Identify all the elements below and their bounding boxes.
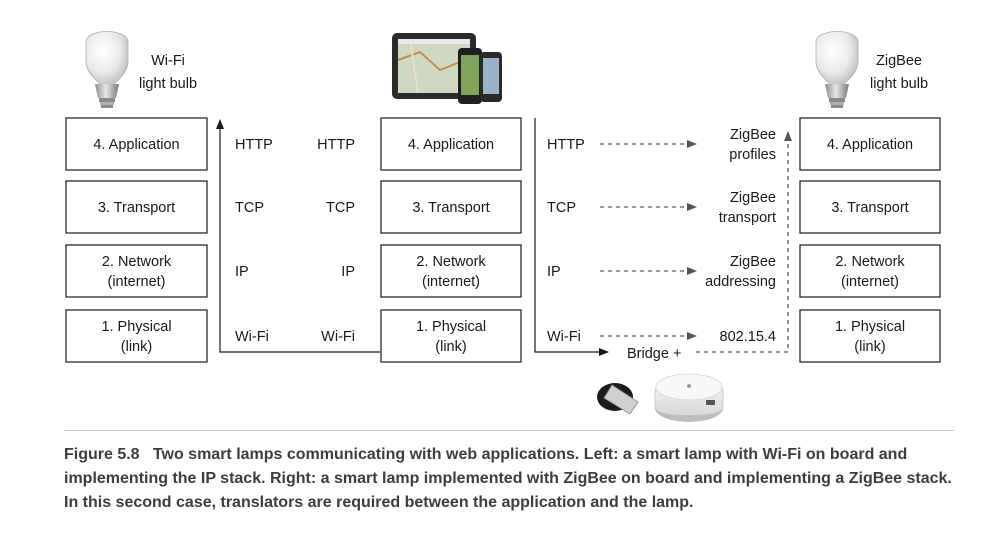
zigbee-stack-label: 802.15.4 — [720, 329, 776, 345]
wifi-bulb-layer-label: 3. Transport — [98, 200, 175, 216]
zigbee-hub-icon — [654, 373, 724, 422]
ip-label-bridge: IP — [547, 264, 561, 280]
tablet-and-phones-icon — [392, 33, 502, 104]
layer-boxes: 4. Application 3. Transport 2. Network (int… — [65, 117, 941, 363]
wifi-bulb-label-line1: Wi-Fi — [151, 53, 185, 69]
zigbee-stack-label: ZigBee — [730, 127, 776, 143]
usb-dongle-icon — [597, 383, 639, 415]
zigbee-bulb-layer-label: 4. Application — [827, 137, 913, 153]
zigbee-bulb-layer-box — [799, 180, 941, 234]
zigbee-bulb-layer-label: 3. Transport — [831, 200, 908, 216]
zigbee-bulb-label-line2: light bulb — [870, 76, 928, 92]
web-app-layer-box — [380, 117, 522, 171]
zigbee-bulb-layer-box — [799, 309, 941, 363]
ip-label-left: Wi-Fi — [235, 329, 269, 345]
ip-label-bridge: HTTP — [547, 137, 585, 153]
ip-label-bridge: TCP — [547, 200, 576, 216]
caption-text: Two smart lamps communicating with web a… — [64, 446, 952, 511]
ip-label-right: TCP — [326, 200, 355, 216]
ip-label-left: HTTP — [235, 137, 273, 153]
figure-caption: Figure 5.8 Two smart lamps communicating… — [64, 430, 954, 540]
web-app-layer-label: 1. Physical — [416, 319, 486, 335]
zigbee-stack-label: ZigBee — [730, 190, 776, 206]
ip-label-right: IP — [341, 264, 355, 280]
wifi-bulb-layer-label: (link) — [121, 339, 152, 355]
wifi-bulb-label-line2: light bulb — [139, 76, 197, 92]
web-app-layer-label: (link) — [435, 339, 466, 355]
zigbee-stack-label: ZigBee — [730, 254, 776, 270]
zigbee-stack-label: transport — [719, 210, 776, 226]
wifi-bulb-layer-label: 2. Network — [102, 254, 172, 270]
wifi-bulb-layer-label: (internet) — [107, 274, 165, 290]
web-app-layer-box — [380, 244, 522, 298]
web-app-layer-box — [380, 309, 522, 363]
web-app-layer-label: (internet) — [422, 274, 480, 290]
zigbee-bulb-layer-label: (link) — [854, 339, 885, 355]
ip-stack-labels: HTTP HTTP HTTP TCP TCP TCP IP IP IP Wi-Fi Wi-Fi Wi-… — [235, 137, 585, 345]
zigbee-connection-dashed-arrow — [696, 131, 792, 353]
bridge-connection-arrow — [534, 118, 609, 356]
zigbee-bulb-icon — [815, 31, 859, 108]
web-app-layer-label: 3. Transport — [412, 200, 489, 216]
translation-arrows — [600, 140, 697, 340]
wifi-bulb-layer-box — [65, 309, 208, 363]
zigbee-bulb-layer-box — [799, 244, 941, 298]
ip-label-right: HTTP — [317, 137, 355, 153]
ip-label-bridge: Wi-Fi — [547, 329, 581, 345]
zigbee-bulb-layer-label: 2. Network — [835, 254, 905, 270]
wifi-bulb-layer-label: 4. Application — [93, 137, 179, 153]
ip-label-right: Wi-Fi — [321, 329, 355, 345]
zigbee-bulb-layer-label: 1. Physical — [835, 319, 905, 335]
ip-label-left: TCP — [235, 200, 264, 216]
zigbee-stack-label: profiles — [729, 147, 776, 163]
ip-label-left: IP — [235, 264, 249, 280]
caption-label: Figure 5.8 — [64, 446, 140, 463]
zigbee-bulb-layer-label: (internet) — [841, 274, 899, 290]
wifi-bulb-layer-box — [65, 244, 208, 298]
zigbee-bulb-layer-box — [799, 117, 941, 171]
zigbee-stack-labels: ZigBeeprofilesZigBeetransportZigBeeaddre… — [705, 127, 776, 345]
web-app-layer-label: 2. Network — [416, 254, 486, 270]
wifi-bulb-layer-box — [65, 117, 208, 171]
zigbee-bulb-label-line1: ZigBee — [876, 53, 922, 69]
web-app-layer-box — [380, 180, 522, 234]
wifi-bulb-layer-box — [65, 180, 208, 234]
wifi-bulb-icon — [85, 31, 129, 108]
bridge-label: Bridge + — [627, 346, 681, 362]
wifi-bulb-layer-label: 1. Physical — [101, 319, 171, 335]
web-app-layer-label: 4. Application — [408, 137, 494, 153]
zigbee-stack-label: addressing — [705, 274, 776, 290]
left-connection-arrow — [216, 119, 380, 353]
